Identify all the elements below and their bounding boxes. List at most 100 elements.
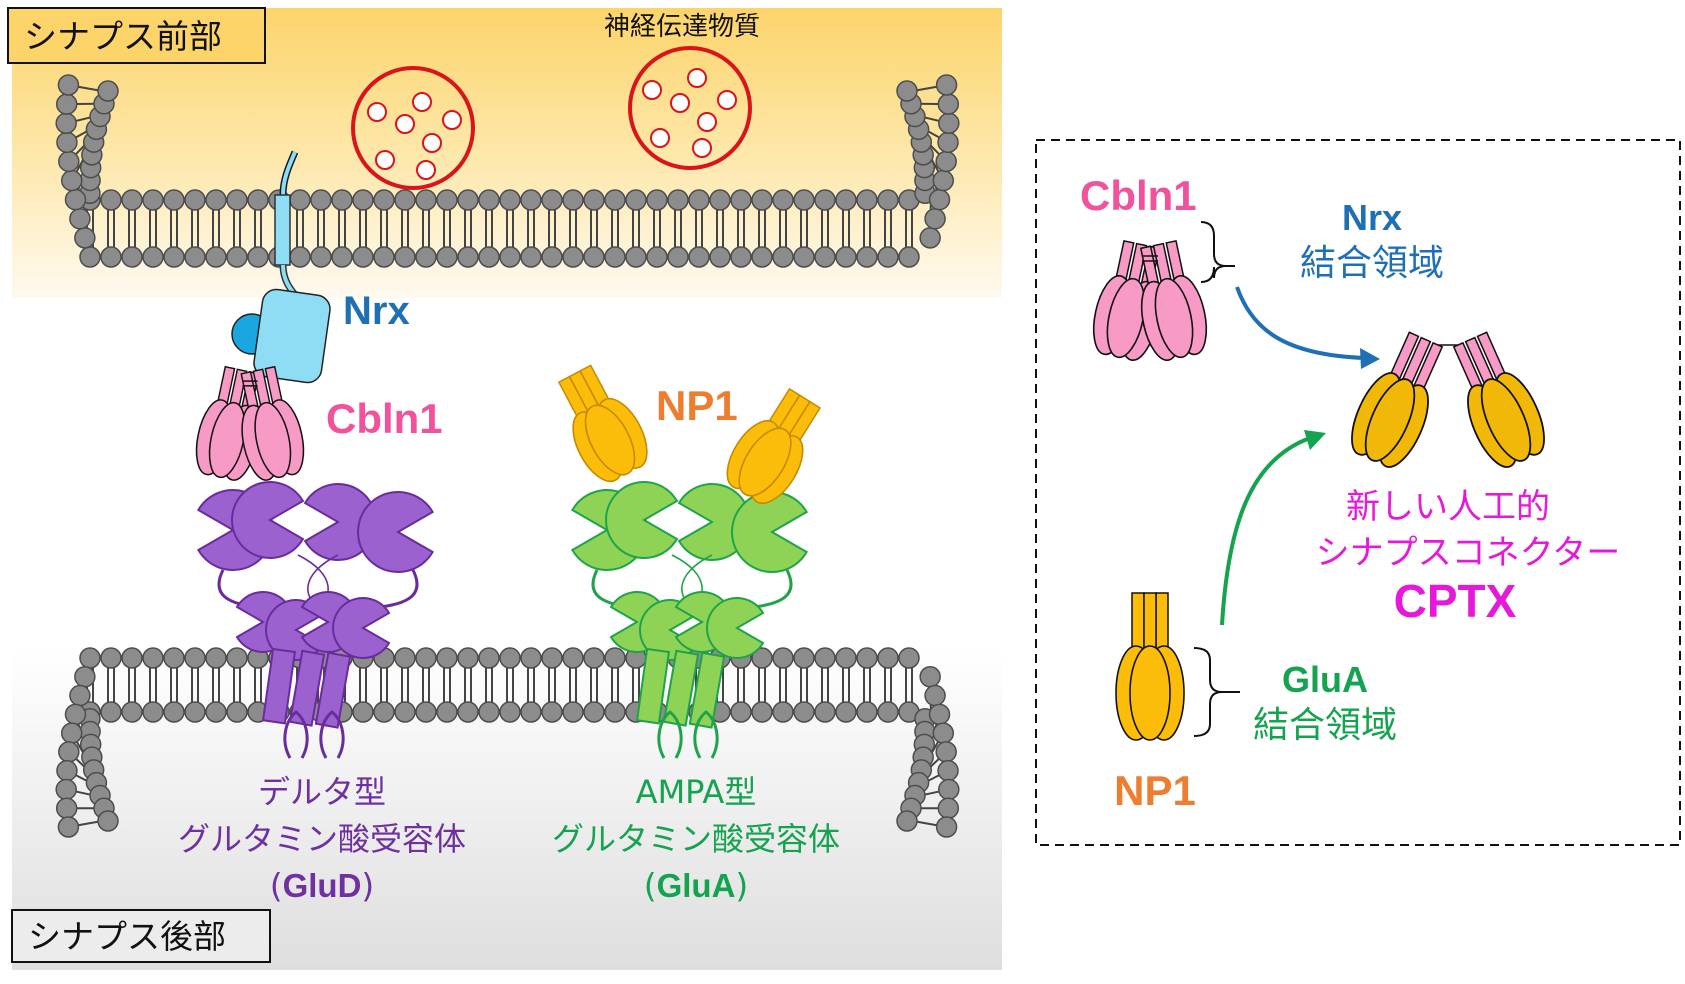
lipid-head	[436, 701, 458, 723]
lipid-head	[394, 647, 416, 669]
lipid-head	[856, 189, 878, 211]
glud-label-line3: (GluD)	[270, 866, 375, 905]
lipid-head	[64, 703, 87, 726]
lipid-head	[64, 188, 87, 211]
lipid-head	[751, 246, 773, 268]
lipid-head	[121, 647, 143, 669]
tm-helix	[288, 649, 326, 727]
lipid-head	[928, 703, 951, 726]
lipid-head	[184, 647, 206, 669]
lipid-head	[415, 647, 437, 669]
lipid-head	[352, 189, 374, 211]
lipid-head	[751, 701, 773, 723]
blue-arrow	[1235, 286, 1380, 369]
lipid-head	[55, 797, 78, 819]
lipid-head	[142, 189, 164, 211]
np1-domain	[1129, 645, 1171, 741]
lipid-head	[877, 701, 899, 723]
lipid-head	[667, 189, 689, 211]
lipid-head	[877, 189, 899, 211]
lipid-head	[226, 189, 248, 211]
lipid-head	[541, 189, 563, 211]
lipid-head	[932, 722, 955, 744]
lipid-head	[163, 647, 185, 669]
lipid-head	[935, 741, 957, 763]
trimer	[1351, 331, 1444, 468]
receptor-lobe	[332, 597, 391, 659]
cbln1-protein	[1092, 240, 1208, 361]
lipid-head	[937, 797, 960, 819]
lipid-head	[520, 647, 542, 669]
cptx-line1: 新しい人工的	[1346, 487, 1550, 527]
cptx-protein	[1351, 331, 1545, 468]
nrx-domain-brace	[1200, 221, 1227, 283]
lipid-head	[57, 816, 80, 838]
lipid-head	[835, 647, 857, 669]
lipid-head	[373, 189, 395, 211]
lipid-head	[924, 684, 946, 707]
lipid-head	[935, 150, 957, 173]
receptor-lobe	[231, 481, 305, 559]
lipid-head	[184, 701, 206, 723]
nrx-domain-subtitle: 結合領域	[1300, 243, 1444, 284]
lipid-head	[163, 189, 185, 211]
lipid-head	[457, 647, 479, 669]
glud-label-line1: デルタ型	[258, 773, 386, 811]
lipid-head	[583, 189, 605, 211]
lipid-head	[289, 246, 311, 268]
intracellular-loop	[657, 710, 683, 759]
nrx-domain-title: Nrx	[1342, 197, 1402, 238]
lipid-head	[772, 246, 794, 268]
lipid-head	[58, 741, 80, 763]
lipid-head	[877, 246, 899, 268]
lipid-head	[793, 246, 815, 268]
trimer	[557, 364, 648, 483]
lipid-head	[74, 666, 96, 688]
tm-helix	[261, 647, 297, 725]
lipid-head	[499, 647, 521, 669]
lipid-head	[205, 189, 227, 211]
lipid-head	[938, 778, 960, 801]
lipid-head	[751, 647, 773, 669]
np1-protein	[557, 364, 822, 504]
lipid-head	[69, 208, 91, 230]
lipid-head	[730, 246, 752, 268]
lipid-head	[184, 189, 206, 211]
lipid-head	[373, 246, 395, 268]
lipid-head	[604, 189, 626, 211]
nrx-label: Nrx	[343, 289, 410, 333]
lipid-head	[541, 246, 563, 268]
lipid-head	[898, 647, 920, 669]
lipid-head	[100, 647, 122, 669]
presynaptic-label: シナプス前部	[24, 17, 222, 56]
postsynaptic-label: シナプス後部	[28, 917, 226, 956]
lipid-head	[457, 246, 479, 268]
cbln1-protein	[195, 365, 305, 481]
lipid-head	[457, 701, 479, 723]
lipid-head	[58, 150, 80, 173]
lipid-head	[835, 246, 857, 268]
lipid-head	[415, 701, 437, 723]
lipid-head	[924, 208, 946, 230]
tm-helix	[688, 651, 726, 729]
glua-domain-subtitle: 結合領域	[1253, 705, 1397, 746]
lipid-head	[352, 246, 374, 268]
glua-receptor	[570, 481, 809, 759]
lipid-head	[814, 647, 836, 669]
lipid-head	[688, 189, 710, 211]
lipid-head	[937, 131, 959, 154]
lipid-head	[520, 701, 542, 723]
lipid-head	[793, 189, 815, 211]
lipid-head	[310, 189, 332, 211]
lipid-head	[562, 189, 584, 211]
postsynaptic-label-box	[11, 909, 271, 963]
lipid-head	[55, 778, 77, 801]
lipid-head	[331, 246, 353, 268]
cbln1-label: Cbln1	[326, 395, 443, 442]
glua-label-line1: AMPA型	[636, 773, 757, 811]
lipid-head	[835, 189, 857, 211]
lipid-head	[938, 112, 960, 134]
lipid-head	[625, 246, 647, 268]
lipid-head	[793, 701, 815, 723]
lipid-head	[352, 701, 374, 723]
